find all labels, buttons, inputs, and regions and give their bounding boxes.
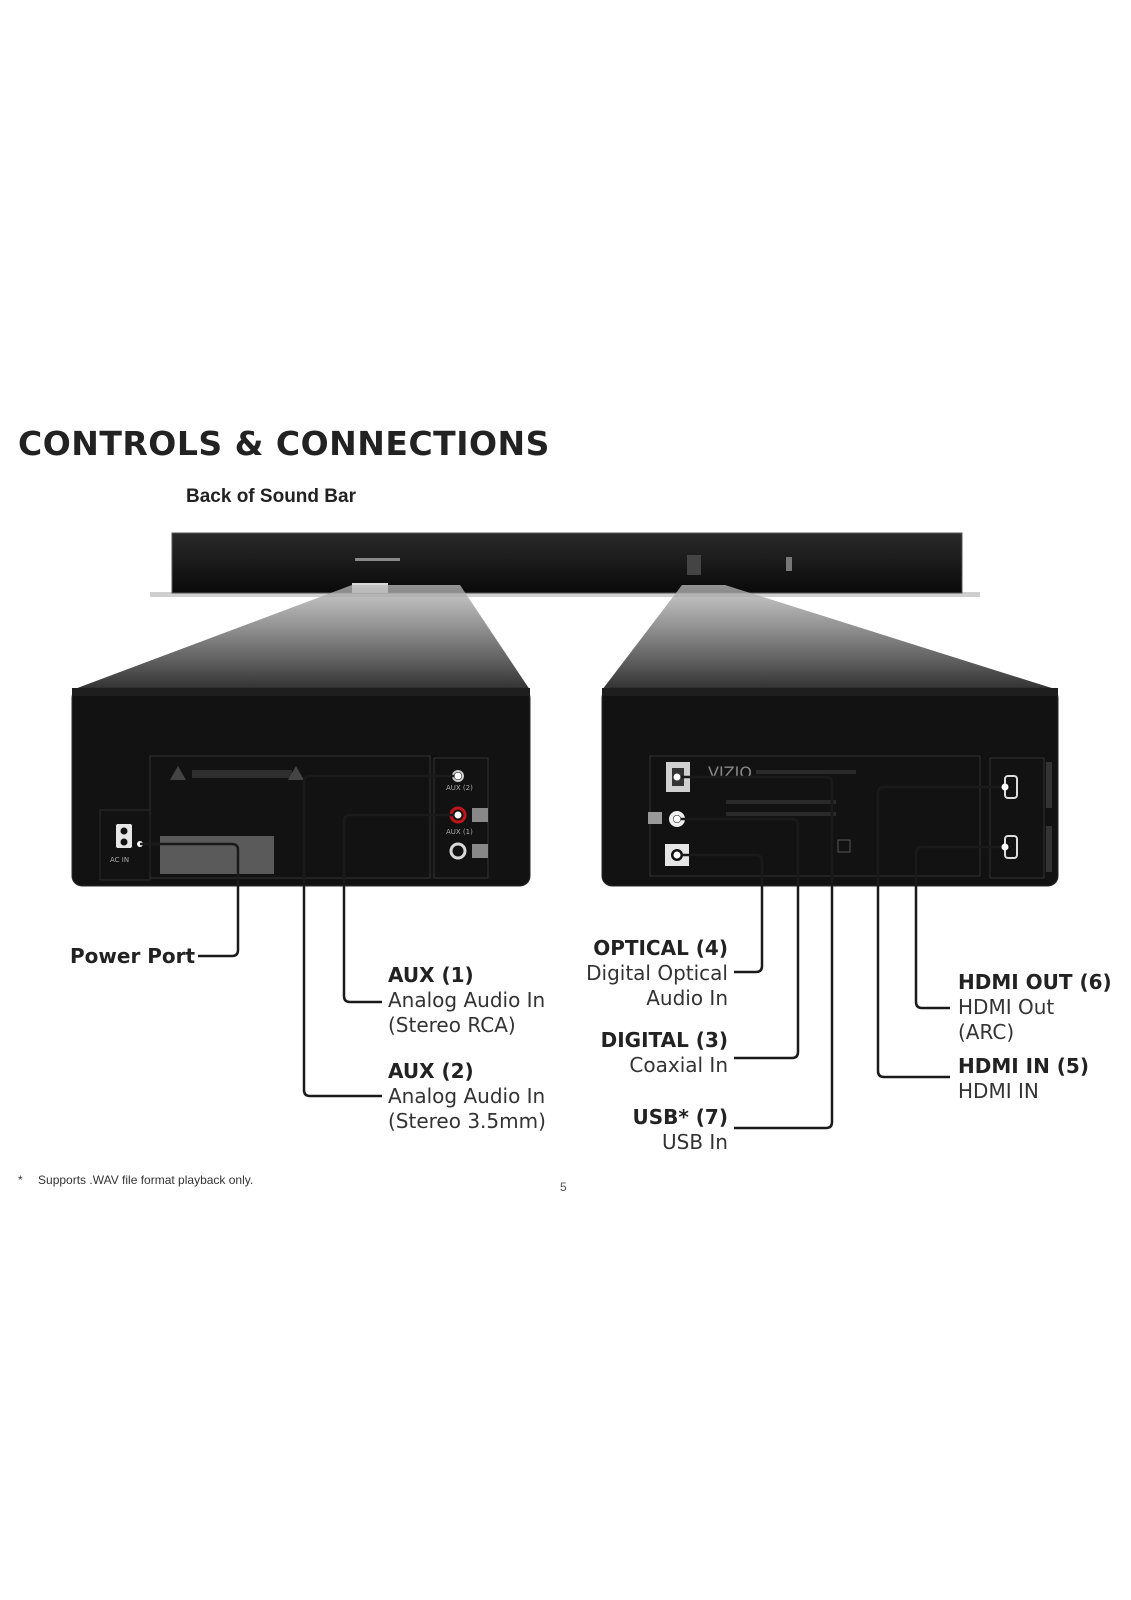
leader-hdmi-in (876, 785, 1005, 1079)
section-subtitle: Back of Sound Bar (186, 486, 356, 507)
callout-power-title: Power Port (70, 944, 196, 968)
leader-power (140, 842, 240, 958)
callout-optical-title: OPTICAL (4) (593, 936, 728, 960)
callout-aux1-title: AUX (1) (388, 963, 474, 987)
page-number: 5 (560, 1180, 567, 1194)
callout-power-port: Power Port (70, 944, 195, 969)
zoom-funnel-right (602, 585, 1058, 690)
callout-aux2: AUX (2) Analog Audio In (Stereo 3.5mm) (388, 1059, 546, 1134)
leader-lines (137, 774, 1005, 1130)
callout-aux1: AUX (1) Analog Audio In (Stereo RCA) (388, 963, 545, 1038)
callout-optical: OPTICAL (4) Digital Optical Audio In (586, 936, 728, 1011)
callout-hdmi-in-title: HDMI IN (5) (958, 1054, 1089, 1078)
callout-digital-title: DIGITAL (3) (600, 1028, 728, 1052)
callout-usb-title: USB* (7) (632, 1105, 728, 1129)
callout-hdmi-out-title: HDMI OUT (6) (958, 970, 1112, 994)
leader-dots (454, 772, 1009, 859)
footnote-text: Supports .WAV file format playback only. (38, 1173, 254, 1187)
callout-aux1-desc: Analog Audio In (Stereo RCA) (388, 988, 546, 1037)
callout-hdmi-in-desc: HDMI IN (958, 1079, 1039, 1103)
zoom-funnel-left (72, 585, 530, 690)
leader-aux1 (342, 813, 458, 1004)
leader-hdmi-out (914, 845, 1005, 1010)
callout-hdmi-out: HDMI OUT (6) HDMI Out (ARC) (958, 970, 1112, 1045)
zoom-panel-left: AC IN AUX (2) AUX (1) (71, 687, 531, 887)
ac-in-label: AC IN (110, 856, 129, 864)
callout-hdmi-out-desc: HDMI Out (ARC) (958, 995, 1055, 1044)
page-title: CONTROLS & CONNECTIONS (18, 424, 550, 463)
leader-aux2 (302, 774, 458, 1098)
leader-optical (677, 853, 764, 974)
leader-usb (677, 775, 834, 1130)
soundbar-back-diagram: AC IN AUX (2) AUX (1) VIZIO (71, 532, 1059, 1130)
callout-digital: DIGITAL (3) Coaxial In (601, 1028, 728, 1078)
callout-digital-desc: Coaxial In (629, 1053, 728, 1077)
aux2-device-label: AUX (2) (446, 784, 473, 792)
callout-usb-desc: USB In (662, 1130, 728, 1154)
callout-hdmi-in: HDMI IN (5) HDMI IN (958, 1054, 1089, 1104)
brand-label: VIZIO (708, 763, 752, 782)
soundbar-full-view (150, 532, 980, 597)
aux1-device-label: AUX (1) (446, 828, 473, 836)
footnote: * Supports .WAV file format playback onl… (18, 1173, 253, 1187)
callout-usb: USB* (7) USB In (632, 1105, 728, 1155)
callout-aux2-title: AUX (2) (388, 1059, 474, 1083)
leader-digital (677, 817, 800, 1060)
footnote-marker: * (18, 1173, 23, 1187)
callout-optical-desc: Digital Optical Audio In (586, 961, 728, 1010)
callout-aux2-desc: Analog Audio In (Stereo 3.5mm) (388, 1084, 546, 1133)
